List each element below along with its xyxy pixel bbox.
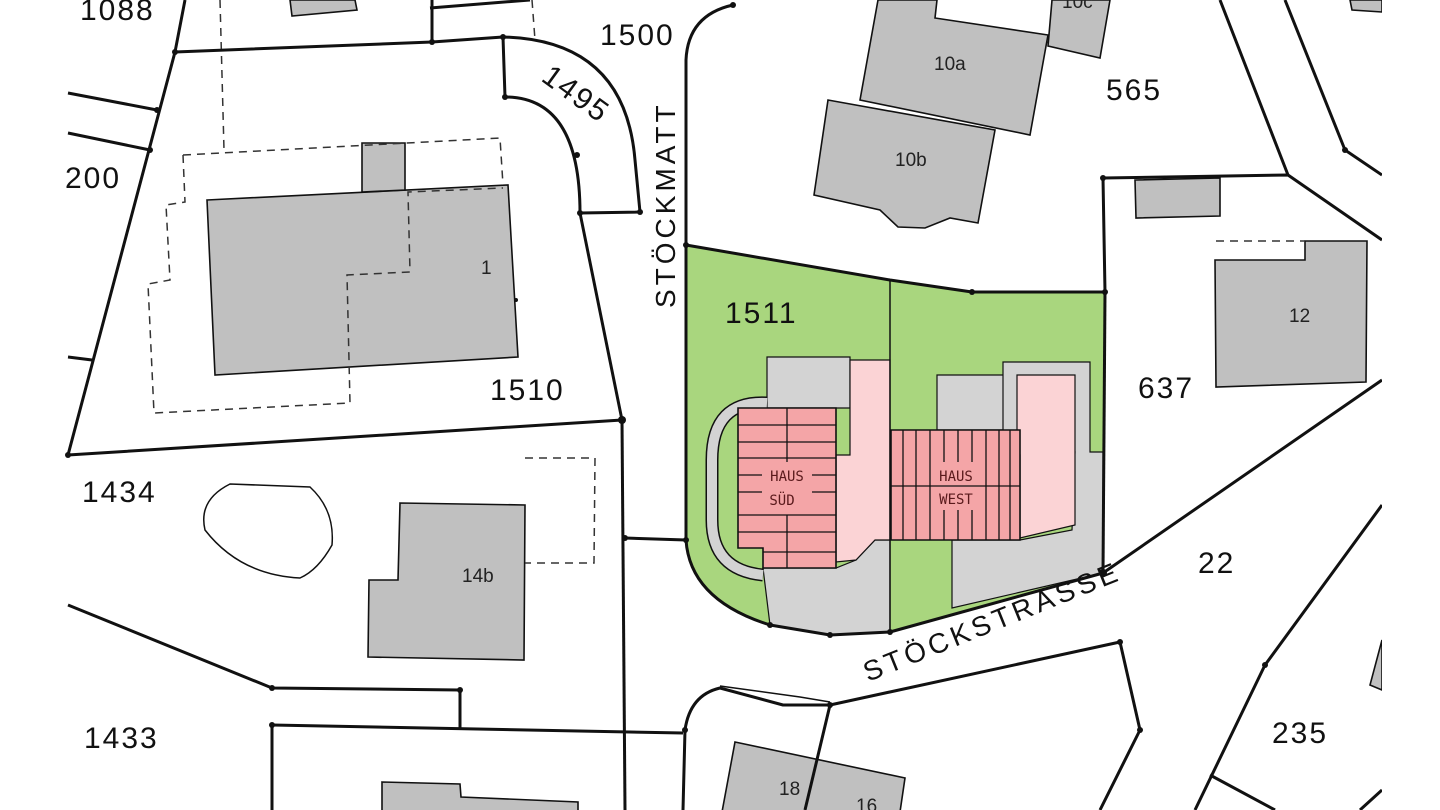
building-label-10b: 10b bbox=[895, 150, 927, 171]
building-label-16: 16 bbox=[856, 796, 877, 810]
parcel-label-200: 200 bbox=[65, 162, 121, 195]
building-10b bbox=[813, 99, 996, 229]
building-label-12: 12 bbox=[1289, 306, 1310, 327]
parcel-label-1495: 1495 bbox=[536, 59, 616, 130]
building-label-18: 18 bbox=[779, 779, 800, 800]
dashed-outlines bbox=[147, 0, 1305, 564]
green-strip bbox=[891, 541, 951, 630]
building-labels: 1 10a 10b 10c 12 14b 18 16 bbox=[462, 0, 1310, 810]
building-1 bbox=[206, 184, 519, 376]
pond bbox=[203, 483, 334, 579]
parcel-label-1511: 1511 bbox=[725, 297, 798, 330]
building-label-14b: 14b bbox=[462, 566, 494, 587]
haus-west-label-1: HAUS bbox=[939, 469, 973, 485]
boundary-vertices bbox=[65, 2, 1348, 733]
planned-areas bbox=[835, 359, 1076, 563]
existing-buildings bbox=[206, 0, 1382, 810]
building-label-10c: 10c bbox=[1062, 0, 1093, 13]
building-label-10a: 10a bbox=[934, 54, 966, 75]
parcel-label-1510: 1510 bbox=[490, 374, 565, 407]
building-14b bbox=[367, 502, 526, 661]
parcel-label-22: 22 bbox=[1198, 547, 1235, 580]
parcel-label-1433: 1433 bbox=[84, 722, 159, 755]
parcel-label-1500: 1500 bbox=[600, 19, 675, 52]
haus-sued-label-2: SÜD bbox=[769, 491, 794, 509]
haus-west-label-2: WEST bbox=[939, 492, 973, 508]
building-12 bbox=[1214, 240, 1368, 388]
parcel-label-565: 565 bbox=[1106, 74, 1162, 107]
parcel-label-1088: 1088 bbox=[80, 0, 155, 27]
planned-building-haus-sued[interactable]: HAUS SÜD bbox=[737, 407, 837, 569]
building-10a bbox=[859, 0, 1049, 136]
building-10c bbox=[1047, 0, 1111, 59]
building-label-1: 1 bbox=[481, 258, 492, 279]
parcel-label-637: 637 bbox=[1138, 372, 1194, 405]
parcel-label-235: 235 bbox=[1272, 717, 1328, 750]
planned-building-haus-west[interactable]: HAUS WEST bbox=[890, 429, 1021, 541]
parcel-label-1434: 1434 bbox=[82, 476, 157, 509]
street-label-stoeckmatt: STÖCKMATT bbox=[650, 101, 681, 308]
haus-sued-label-1: HAUS bbox=[770, 469, 804, 485]
